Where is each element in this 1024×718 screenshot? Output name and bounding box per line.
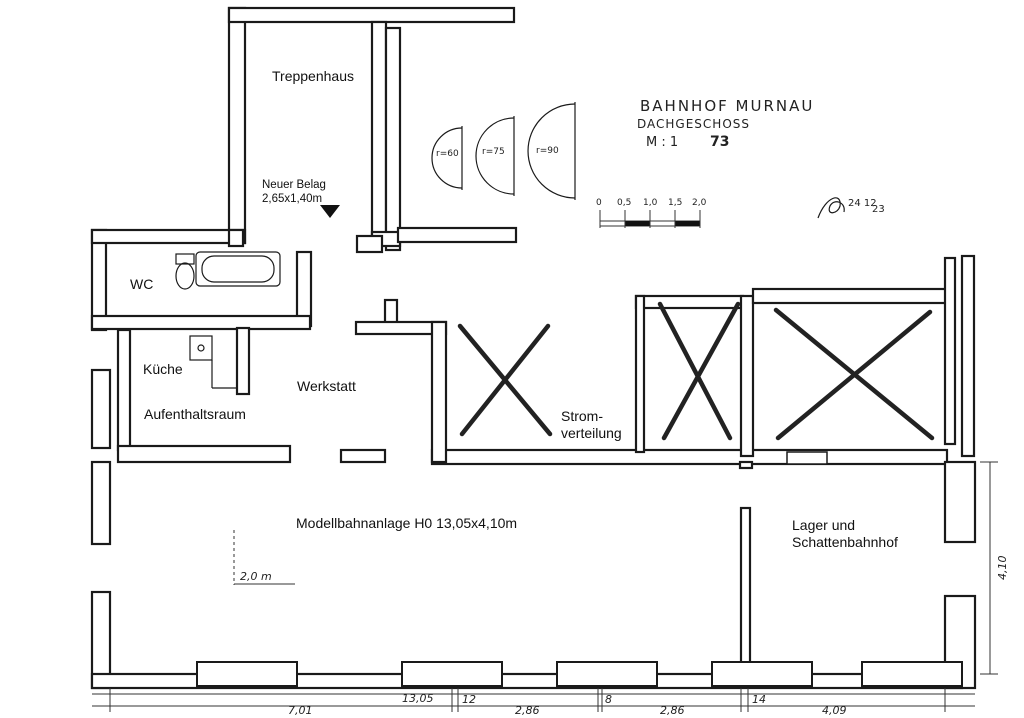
label-modellbahn: Modellbahnanlage H0 13,05x4,10m [296,515,517,531]
bathtub [195,251,281,287]
signature-year: 23 [872,204,885,215]
label-strom-2: verteilung [561,425,622,441]
label-lager-2: Schattenbahnhof [792,534,898,550]
dim-8: 8 [605,693,612,706]
stairwell-walls [227,6,518,254]
scale-bar [599,210,701,228]
dim-7-01: 7,01 [288,704,313,717]
label-neuer-belag-2: 2,65x1,40m [262,193,322,205]
dim-total: 13,05 [402,692,434,705]
toilet [175,253,195,290]
label-wc: WC [130,276,153,292]
signature-icon [817,197,845,219]
scale-tick-0: 0 [596,198,602,208]
windows [196,451,963,687]
dim-14: 14 [752,693,766,706]
label-lager-1: Lager und [792,517,855,533]
wc-walls [90,228,313,332]
scale-tick-1-0: 1,0 [643,198,658,208]
scale-tick-0-5: 0,5 [617,198,631,208]
dim-2-86-a: 2,86 [515,704,540,717]
title-line2: DACHGESCHOSS [637,117,750,131]
signature-day-month: 24 12 [848,198,877,209]
outer-walls [90,460,977,690]
title-scale-prefix: M : 1 [646,135,678,150]
label-kueche: Küche [143,361,183,377]
title-line1: BAHNHOF MURNAU [640,97,814,115]
scale-tick-2-0: 2,0 [692,198,707,208]
storage-crosses [457,301,935,441]
door-arcs [431,102,576,200]
dim-4-09: 4,09 [822,704,847,717]
storage-cell-walls [634,254,976,470]
label-strom-1: Strom- [561,408,603,424]
height-dimension [980,461,998,675]
door-radius-75: r=75 [482,147,505,157]
kitchen-sink [189,335,236,389]
position-marker-icon [320,205,340,218]
dim-height: 4,10 [996,556,1009,581]
door-radius-60: r=60 [436,149,459,159]
inner-dimension: 2,0 m [240,570,272,583]
dim-12: 12 [462,693,476,706]
bottom-dimension-chain [92,688,975,712]
label-treppenhaus: Treppenhaus [272,68,354,84]
label-werkstatt: Werkstatt [297,378,356,394]
label-neuer-belag-1: Neuer Belag [262,179,326,191]
title-scale-value: 73 [710,134,729,150]
door-radius-90: r=90 [536,146,559,156]
label-aufenthaltsraum: Aufenthaltsraum [144,406,246,422]
scale-tick-1-5: 1,5 [668,198,682,208]
dim-2-86-b: 2,86 [660,704,685,717]
